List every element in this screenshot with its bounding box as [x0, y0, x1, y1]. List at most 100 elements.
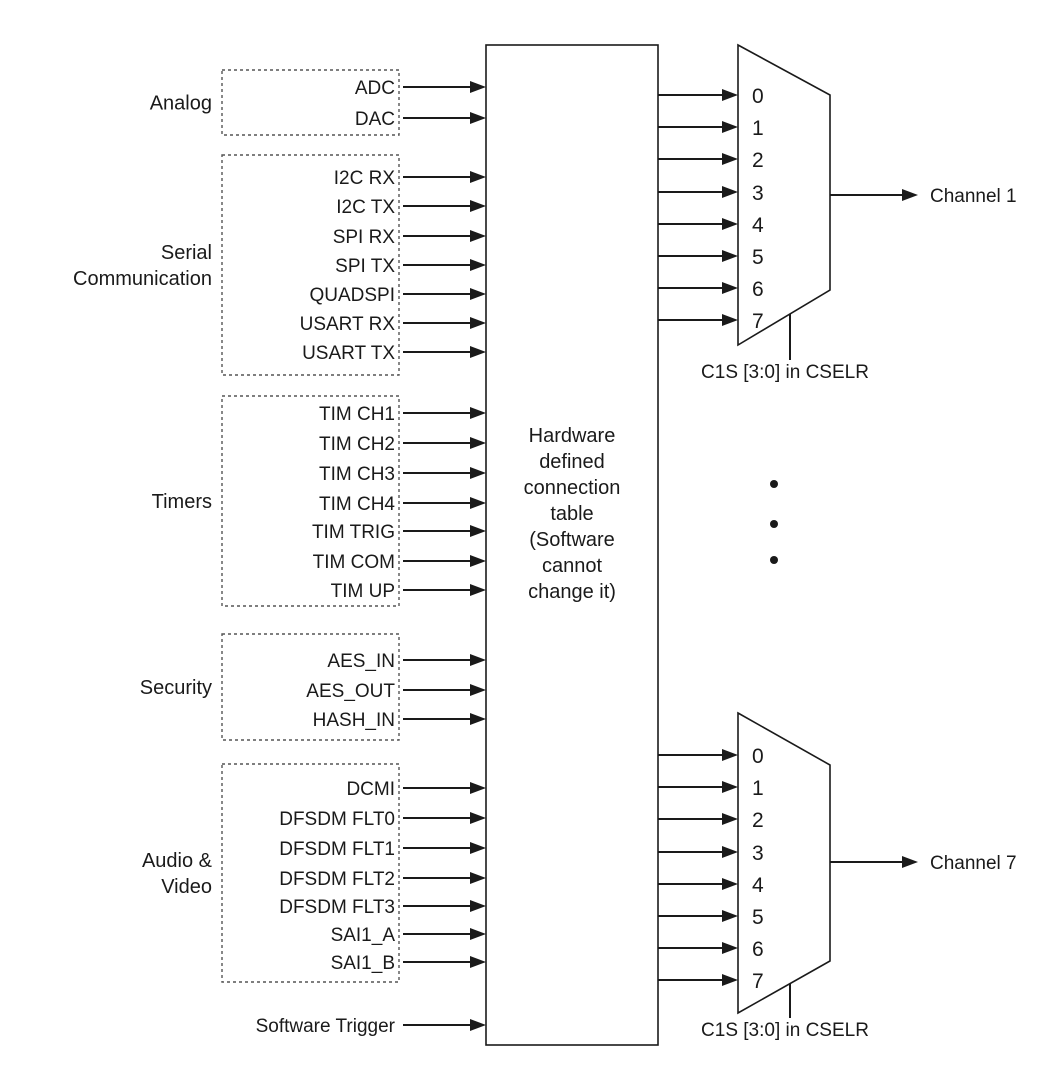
signal-label: HASH_IN [313, 710, 395, 731]
connection-table-box [485, 44, 659, 1046]
signal-label: AES_OUT [306, 681, 395, 702]
signal-input-arrow [403, 900, 486, 912]
mux-select-label: C1S [3:0] in CSELR [701, 1020, 869, 1041]
signal-input-arrow [403, 230, 486, 242]
group-label: Serial [161, 242, 212, 264]
arrow-head [470, 259, 486, 271]
arrow-head [470, 812, 486, 824]
signal-input-arrow [403, 928, 486, 940]
group-dashed-box [221, 154, 400, 376]
arrow-head [470, 782, 486, 794]
mux-input-index: 5 [752, 246, 764, 269]
mux-input-arrow [658, 89, 738, 101]
signal-input-arrow [403, 407, 486, 419]
arrow-head [470, 956, 486, 968]
signal-label: DFSDM FLT3 [279, 897, 395, 918]
signal-label: I2C TX [336, 197, 395, 218]
arrow-head [470, 112, 486, 124]
signal-input-arrow [403, 112, 486, 124]
ellipsis-dot [770, 556, 778, 564]
arrow-head [722, 974, 738, 986]
signal-input-arrow [403, 200, 486, 212]
multiplexer-trapezoid [737, 711, 831, 1015]
signal-label: DAC [355, 109, 395, 130]
signal-input-arrow [403, 956, 486, 968]
mux-input-arrow [658, 781, 738, 793]
mux-input-index: 3 [752, 182, 764, 205]
mux-input-arrow [658, 974, 738, 986]
group-dashed-box [221, 395, 400, 607]
arrow-head [902, 189, 918, 201]
arrow-head [470, 842, 486, 854]
arrow-head [722, 282, 738, 294]
mux-input-index: 1 [752, 777, 764, 800]
signal-label: TIM CH3 [319, 464, 395, 485]
arrow-head [722, 153, 738, 165]
connection-table-text: table [550, 503, 593, 525]
arrow-head [470, 317, 486, 329]
mux-input-index: 7 [752, 970, 764, 993]
arrow-head [722, 218, 738, 230]
arrow-head [722, 846, 738, 858]
signal-label: TIM COM [313, 552, 395, 573]
arrow-head [470, 713, 486, 725]
group-label: Security [140, 677, 212, 699]
mux-output-arrow [830, 189, 918, 201]
mux-input-index: 4 [752, 214, 764, 237]
mux-input-arrow [658, 250, 738, 262]
signal-label: I2C RX [334, 168, 396, 189]
signal-input-arrow [403, 81, 486, 93]
arrow-head [470, 872, 486, 884]
signal-input-arrow [403, 171, 486, 183]
connection-table-text: (Software [529, 529, 615, 551]
signal-input-arrow [403, 525, 486, 537]
arrow-head [470, 437, 486, 449]
arrow-head [470, 654, 486, 666]
arrow-head [722, 121, 738, 133]
arrow-head [722, 942, 738, 954]
signal-input-arrow [403, 317, 486, 329]
signal-input-arrow [403, 259, 486, 271]
signal-label: DFSDM FLT2 [279, 869, 395, 890]
mux-input-index: 0 [752, 85, 764, 108]
group-label: Analog [150, 93, 212, 115]
arrow-head [470, 288, 486, 300]
connection-table-text: change it) [528, 581, 616, 603]
mux-input-arrow [658, 153, 738, 165]
mux-output-arrow [830, 856, 918, 868]
ellipsis-dot [770, 520, 778, 528]
arrow-head [470, 1019, 486, 1031]
arrow-head [722, 749, 738, 761]
signal-input-arrow [403, 584, 486, 596]
arrow-head [470, 525, 486, 537]
arrow-head [722, 89, 738, 101]
arrow-head [722, 314, 738, 326]
arrow-head [902, 856, 918, 868]
connection-table-text: Hardware [529, 425, 616, 447]
ellipsis-dot [770, 480, 778, 488]
signal-input-arrow [403, 346, 486, 358]
mux-input-arrow [658, 910, 738, 922]
mux-input-index: 1 [752, 117, 764, 140]
mux-select-label: C1S [3:0] in CSELR [701, 362, 869, 383]
signal-input-arrow [403, 782, 486, 794]
mux-input-arrow [658, 813, 738, 825]
group-label: Audio & [142, 850, 213, 872]
signal-label: TIM CH1 [319, 404, 395, 425]
arrow-head [470, 684, 486, 696]
signal-input-arrow [403, 842, 486, 854]
mux-input-index: 0 [752, 745, 764, 768]
signal-input-arrow [403, 654, 486, 666]
arrow-head [470, 555, 486, 567]
group-label: Video [161, 876, 212, 898]
group-dashed-box [221, 633, 400, 741]
arrow-head [722, 186, 738, 198]
arrow-head [722, 813, 738, 825]
signal-input-arrow [403, 684, 486, 696]
signal-label: DCMI [346, 779, 395, 800]
channel-output-label: Channel 1 [930, 186, 1017, 207]
arrow-head [470, 346, 486, 358]
arrow-head [470, 584, 486, 596]
